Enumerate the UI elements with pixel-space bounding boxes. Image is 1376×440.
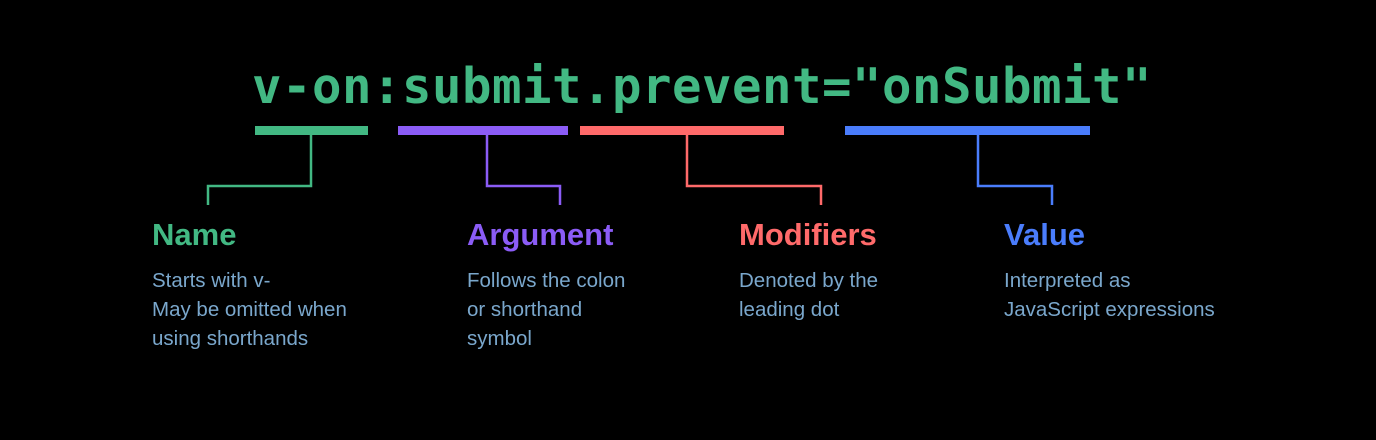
legend-heading-value: Value (1004, 217, 1085, 252)
legend-column-argument: Argument Follows the colon or shorthand … (467, 217, 727, 353)
legend-column-name: Name Starts with v- May be omitted when … (152, 217, 462, 353)
legend-heading-modifiers: Modifiers (739, 217, 877, 252)
underline-bar-name (206, 126, 368, 205)
underline-bar-argument (398, 126, 568, 205)
underline-bar-modifiers (580, 126, 823, 205)
legend-column-value: Value Interpreted as JavaScript expressi… (1004, 217, 1304, 324)
legend-description-argument: Follows the colon or shorthand symbol (467, 269, 626, 351)
code-expression: v-on:submit.prevent="onSubmit" (252, 58, 1153, 115)
underline-bar-value (845, 126, 1090, 205)
legend-heading-name: Name (152, 217, 237, 252)
legend-description-modifiers: Denoted by the leading dot (739, 269, 879, 322)
legend-description-name: Starts with v- May be omitted when using… (152, 269, 347, 351)
legend-description-value: Interpreted as JavaScript expressions (1004, 269, 1215, 322)
legend-column-modifiers: Modifiers Denoted by the leading dot (739, 217, 989, 324)
legend-heading-argument: Argument (467, 217, 614, 252)
